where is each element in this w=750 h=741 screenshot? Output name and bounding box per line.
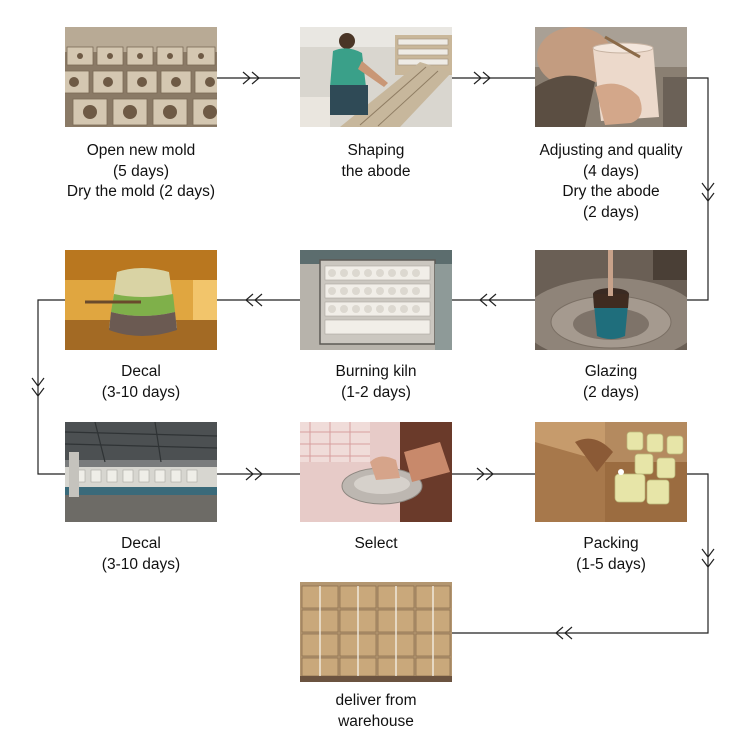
glaze-wheel-photo	[535, 250, 687, 350]
packing-cups-photo	[535, 422, 687, 522]
step-duration: (5 days)	[41, 162, 241, 183]
step-title: Decal	[41, 534, 241, 555]
step-label: Open new mold (5 days) Dry the mold (2 d…	[41, 141, 241, 203]
step-title: Packing	[511, 534, 711, 555]
step-title: Decal	[41, 362, 241, 383]
step-duration: (3-10 days)	[41, 555, 241, 576]
mold-rows-photo	[65, 27, 217, 127]
step-title: deliver from	[276, 691, 476, 712]
step-label: Burning kiln (1-2 days)	[276, 362, 476, 403]
step-duration: (4 days)	[511, 162, 711, 183]
step-label: Decal (3-10 days)	[41, 534, 241, 575]
step-subtitle: warehouse	[276, 712, 476, 733]
kiln-racks-photo	[300, 250, 452, 350]
worker-shaping-photo	[300, 27, 452, 127]
step-label: Select	[276, 534, 476, 555]
step-title: Burning kiln	[276, 362, 476, 383]
step-subtask: Dry the mold (2 days)	[41, 182, 241, 203]
step-label: Glazing (2 days)	[511, 362, 711, 403]
step-title: Shaping	[276, 141, 476, 162]
step-label: deliver from warehouse	[276, 691, 476, 732]
step-title: Select	[276, 534, 476, 555]
step-duration: (1-2 days)	[276, 383, 476, 404]
step-label: Shaping the abode	[276, 141, 476, 182]
step-title: Open new mold	[41, 141, 241, 162]
step-label: Adjusting and quality (4 days) Dry the a…	[511, 141, 711, 223]
step-duration: (3-10 days)	[41, 383, 241, 404]
hand-cup-photo	[535, 27, 687, 127]
step-duration: (1-5 days)	[511, 555, 711, 576]
select-plate-photo	[300, 422, 452, 522]
decal-cup-photo	[65, 250, 217, 350]
warehouse-boxes-photo	[300, 582, 452, 682]
step-subtask-duration: (2 days)	[511, 203, 711, 224]
step-duration: (2 days)	[511, 383, 711, 404]
step-label: Packing (1-5 days)	[511, 534, 711, 575]
factory-line-photo	[65, 422, 217, 522]
step-subtask: Dry the abode	[511, 182, 711, 203]
step-title: Glazing	[511, 362, 711, 383]
step-subtitle: the abode	[276, 162, 476, 183]
step-label: Decal (3-10 days)	[41, 362, 241, 403]
step-title: Adjusting and quality	[511, 141, 711, 162]
